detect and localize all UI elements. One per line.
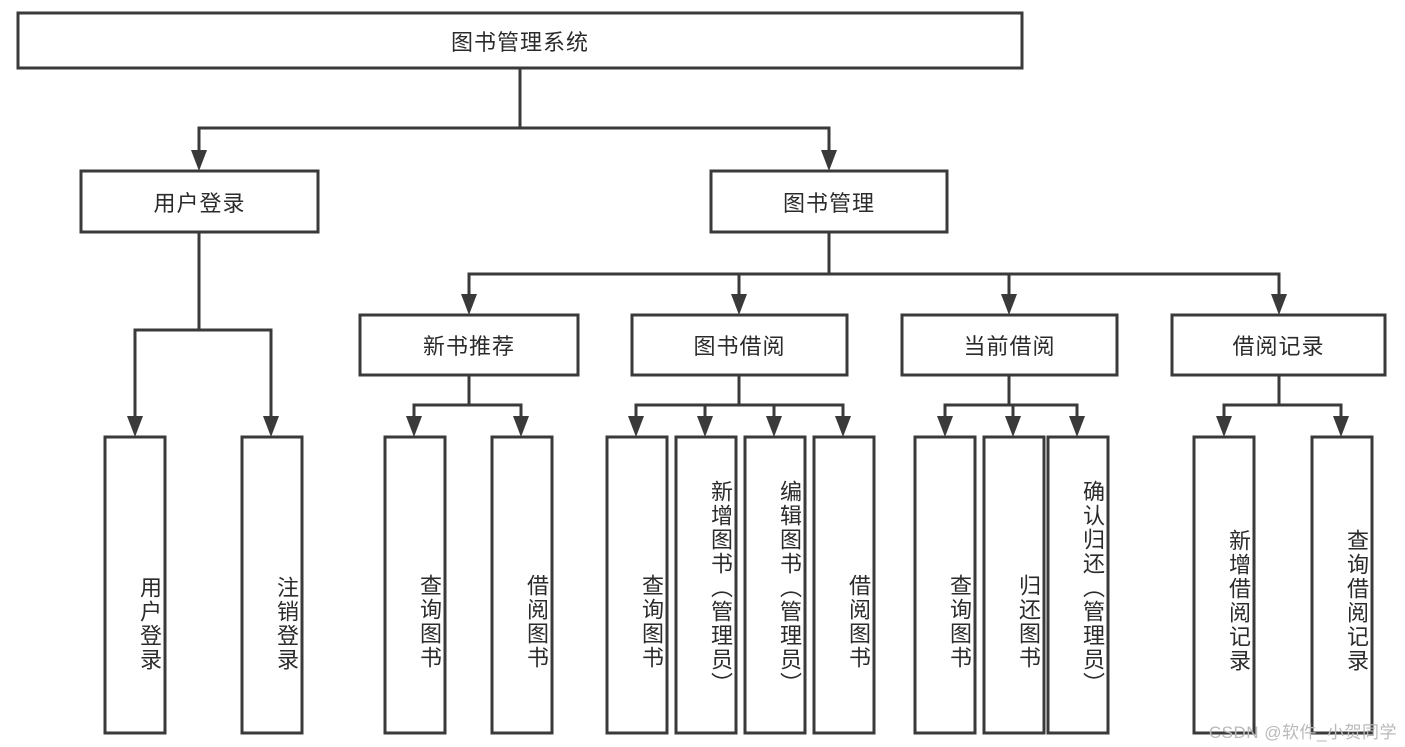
arrow-leaf-borrow-book-2 xyxy=(835,416,851,437)
node-box-leaf-user-login[interactable] xyxy=(103,435,167,735)
node-box-leaf-borrow-book-1[interactable] xyxy=(490,435,554,735)
arrow-to-current-borrow xyxy=(1001,294,1017,315)
node-box-leaf-borrow-book-2[interactable] xyxy=(812,435,876,735)
arrow-to-book-borrow xyxy=(731,294,747,315)
node-box-leaf-query-book-1[interactable] xyxy=(383,435,447,735)
arrow-leaf-edit-book xyxy=(766,416,782,437)
node-box-leaf-edit-book[interactable] xyxy=(743,435,807,735)
node-box-leaf-query-record[interactable] xyxy=(1310,435,1374,735)
arrow-leaf-query-book-3 xyxy=(937,416,953,437)
node-box-leaf-return-book[interactable] xyxy=(982,435,1046,735)
node-box-new-book[interactable] xyxy=(358,313,580,377)
arrow-to-borrow-record xyxy=(1271,294,1287,315)
arrow-leaf-return-book xyxy=(1005,416,1021,437)
arrow-to-new-book xyxy=(461,294,477,315)
arrow-leaf-confirm-return xyxy=(1069,416,1085,437)
node-box-user-login[interactable] xyxy=(79,169,320,234)
arrow-leaf-query-book-1 xyxy=(406,416,422,437)
node-box-leaf-add-record[interactable] xyxy=(1192,435,1256,735)
arrow-leaf-query-book-2 xyxy=(628,416,644,437)
node-box-borrow-record[interactable] xyxy=(1170,313,1387,377)
node-box-leaf-add-book[interactable] xyxy=(674,435,738,735)
arrow-leaf-add-record xyxy=(1216,416,1232,437)
connector-group-borrow-record xyxy=(1216,373,1349,437)
node-box-book-manage[interactable] xyxy=(709,169,949,234)
arrow-to-book-manage xyxy=(821,150,837,171)
connector-group-new-book xyxy=(406,373,529,437)
arrow-to-user-login xyxy=(191,150,207,171)
arrow-leaf-add-book xyxy=(697,416,713,437)
node-box-leaf-confirm-return[interactable] xyxy=(1046,435,1110,735)
node-box-book-borrow[interactable] xyxy=(630,313,849,377)
arrow-leaf-logout xyxy=(263,416,279,437)
node-box-root[interactable] xyxy=(16,11,1024,70)
node-box-leaf-query-book-2[interactable] xyxy=(605,435,669,735)
arrow-leaf-user-login xyxy=(127,416,143,437)
node-box-current-borrow[interactable] xyxy=(900,313,1119,377)
connector-group-user-login xyxy=(127,230,279,437)
connector-group-book-manage xyxy=(461,230,1287,315)
connector-group-book-borrow xyxy=(628,373,851,437)
connector-group-root xyxy=(191,66,837,171)
node-box-leaf-logout[interactable] xyxy=(240,435,304,735)
arrow-leaf-borrow-book-1 xyxy=(513,416,529,437)
arrow-leaf-query-record xyxy=(1333,416,1349,437)
node-box-leaf-query-book-3[interactable] xyxy=(913,435,977,735)
connector-group-current-borrow xyxy=(937,373,1085,437)
